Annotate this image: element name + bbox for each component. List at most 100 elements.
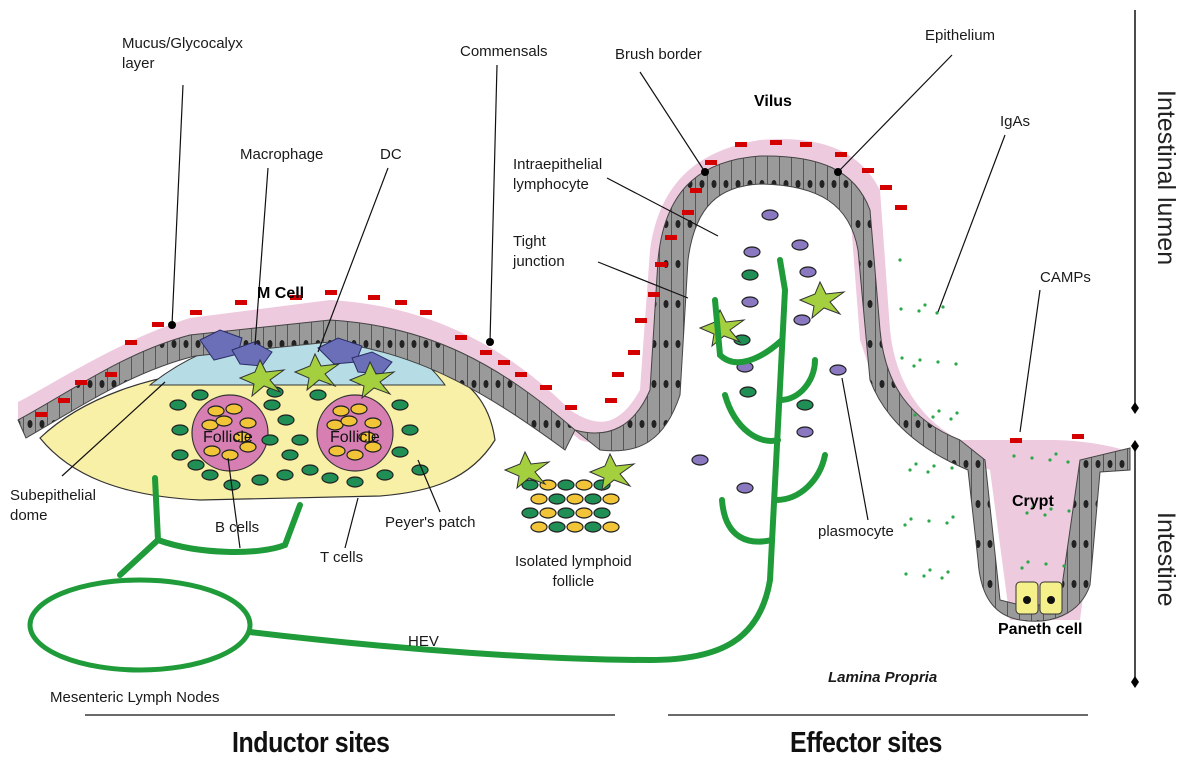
commensal-bacterium xyxy=(835,152,847,157)
camp-dot xyxy=(918,358,921,361)
b-cell xyxy=(341,416,357,426)
label-commensals: Commensals xyxy=(460,42,548,62)
lymphocyte xyxy=(558,480,574,490)
camp-dot xyxy=(1012,454,1015,457)
label-dc: DC xyxy=(380,145,402,165)
commensal-bacterium xyxy=(58,398,70,403)
commensal-bacterium xyxy=(1072,434,1084,439)
commensal-bacterium xyxy=(612,372,624,377)
commensal-bacterium xyxy=(880,185,892,190)
t-cell xyxy=(377,470,393,480)
lymphocyte xyxy=(522,508,538,518)
commensal-bacterium xyxy=(895,205,907,210)
label-effector-sites: Effector sites xyxy=(790,733,942,753)
camp-dot xyxy=(1030,456,1033,459)
camp-dot xyxy=(955,411,958,414)
b-cell xyxy=(208,406,224,416)
b-cell xyxy=(216,416,232,426)
label-tight-junction: Tight junction xyxy=(513,232,565,272)
b-cell xyxy=(351,404,367,414)
t-cell xyxy=(262,435,278,445)
camp-dot xyxy=(931,415,934,418)
label-intestinal-lumen: Intestinal lumen xyxy=(1151,90,1180,265)
commensal-bacterium xyxy=(515,372,527,377)
lamina-cell xyxy=(762,210,778,220)
label-isolated-follicle: Isolated lymphoid follicle xyxy=(515,552,632,592)
t-cell xyxy=(192,390,208,400)
label-macrophage: Macrophage xyxy=(240,145,323,165)
camp-dot xyxy=(904,572,907,575)
camp-dot xyxy=(926,470,929,473)
camp-dot xyxy=(940,576,943,579)
label-lamina-propria: Lamina Propria xyxy=(828,668,937,688)
camp-dot xyxy=(1043,513,1046,516)
commensal-bacterium xyxy=(35,412,47,417)
t-cell xyxy=(322,473,338,483)
t-cell xyxy=(392,400,408,410)
camp-dot xyxy=(913,413,916,416)
commensal-bacterium xyxy=(75,380,87,385)
camp-dot xyxy=(903,523,906,526)
label-paneth-cell: Paneth cell xyxy=(998,620,1082,640)
camp-dot xyxy=(932,464,935,467)
label-follicle-2: Follicle xyxy=(330,428,380,448)
camp-dot xyxy=(1066,460,1069,463)
t-cell xyxy=(282,450,298,460)
b-cell xyxy=(347,450,363,460)
camp-dot xyxy=(914,462,917,465)
commensal-bacterium xyxy=(455,335,467,340)
lymphocyte xyxy=(594,508,610,518)
camp-dot xyxy=(941,305,944,308)
lymphocyte xyxy=(549,494,565,504)
camp-dot xyxy=(899,307,902,310)
label-b-cells: B cells xyxy=(215,518,259,538)
label-intestine: Intestine xyxy=(1151,512,1180,607)
camp-dot xyxy=(900,356,903,359)
camp-dot xyxy=(937,409,940,412)
camp-dot xyxy=(1062,564,1065,567)
label-brush-border: Brush border xyxy=(615,45,702,65)
t-cell xyxy=(277,470,293,480)
camp-dot xyxy=(951,515,954,518)
t-cell xyxy=(172,450,188,460)
lymphocyte xyxy=(585,494,601,504)
t-cell xyxy=(252,475,268,485)
lamina-cell xyxy=(742,297,758,307)
lymphocyte xyxy=(603,494,619,504)
t-cell xyxy=(188,460,204,470)
commensal-bacterium xyxy=(605,398,617,403)
t-cell xyxy=(402,425,418,435)
camp-dot xyxy=(1054,452,1057,455)
camp-dot xyxy=(898,258,901,261)
lamina-cell xyxy=(744,247,760,257)
camp-dot xyxy=(954,362,957,365)
t-cell xyxy=(278,415,294,425)
lamina-cell xyxy=(737,483,753,493)
lamina-cell xyxy=(797,427,813,437)
lamina-cell xyxy=(742,270,758,280)
label-vilus: Vilus xyxy=(754,92,792,112)
commensal-bacterium xyxy=(540,385,552,390)
t-cell xyxy=(310,390,326,400)
lamina-cell xyxy=(830,365,846,375)
commensal-bacterium xyxy=(125,340,137,345)
commensal-bacterium xyxy=(648,292,660,297)
camp-dot xyxy=(912,364,915,367)
label-inductor-sites: Inductor sites xyxy=(232,733,390,753)
lymphocyte xyxy=(567,494,583,504)
commensal-bacterium xyxy=(420,310,432,315)
camp-dot xyxy=(946,570,949,573)
camp-dot xyxy=(922,574,925,577)
label-peyers-patch: Peyer's patch xyxy=(385,513,475,533)
lymphocyte xyxy=(531,522,547,532)
commensal-bacterium xyxy=(325,290,337,295)
camp-dot xyxy=(949,417,952,420)
label-crypt: Crypt xyxy=(1012,492,1054,512)
label-mucus: Mucus/Glycocalyx layer xyxy=(122,34,243,74)
commensal-bacterium xyxy=(800,142,812,147)
camp-dot xyxy=(936,360,939,363)
commensal-bacterium xyxy=(1010,438,1022,443)
b-cell xyxy=(333,406,349,416)
camp-dot xyxy=(1044,562,1047,565)
